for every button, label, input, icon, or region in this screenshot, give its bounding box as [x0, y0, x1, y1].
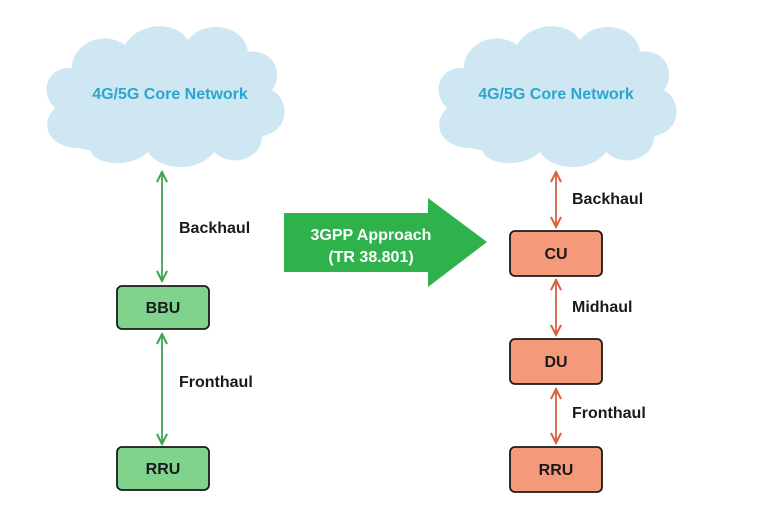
- cu-box-rect: [509, 230, 603, 277]
- left-fronthaul-label: Fronthaul: [179, 374, 253, 391]
- right-backhaul-label: Backhaul: [572, 191, 643, 208]
- left-cloud-label: 4G/5G Core Network: [92, 86, 248, 103]
- bbu-label: BBU: [146, 300, 181, 317]
- left-rru-box: RRU: [116, 446, 210, 491]
- right-fronthaul-label: Fronthaul: [572, 405, 646, 422]
- midhaul-label: Midhaul: [572, 299, 632, 316]
- cu-label: CU: [544, 246, 567, 263]
- right-cloud-shape: [438, 26, 677, 168]
- right-core-network-cloud: 4G/5G Core Network: [438, 26, 677, 168]
- bbu-box: BBU: [116, 285, 210, 330]
- approach-line2: (TR 38.801): [328, 249, 413, 266]
- cu-box: CU: [509, 230, 603, 277]
- approach-arrow: 3GPP Approach (TR 38.801): [284, 198, 487, 287]
- left-cloud-shape: [46, 26, 285, 168]
- left-rru-box-rect: [116, 446, 210, 491]
- right-rru-box: RRU: [509, 446, 603, 493]
- du-box: DU: [509, 338, 603, 385]
- right-rru-label: RRU: [539, 462, 574, 479]
- du-label: DU: [544, 354, 567, 371]
- approach-arrow-shape: [284, 198, 487, 287]
- approach-line1: 3GPP Approach: [311, 227, 432, 244]
- left-rru-label: RRU: [146, 461, 181, 478]
- du-box-rect: [509, 338, 603, 385]
- right-cloud-label: 4G/5G Core Network: [478, 86, 634, 103]
- left-backhaul-label: Backhaul: [179, 220, 250, 237]
- right-rru-box-rect: [509, 446, 603, 493]
- left-core-network-cloud: 4G/5G Core Network: [46, 26, 285, 168]
- bbu-box-rect: [116, 285, 210, 330]
